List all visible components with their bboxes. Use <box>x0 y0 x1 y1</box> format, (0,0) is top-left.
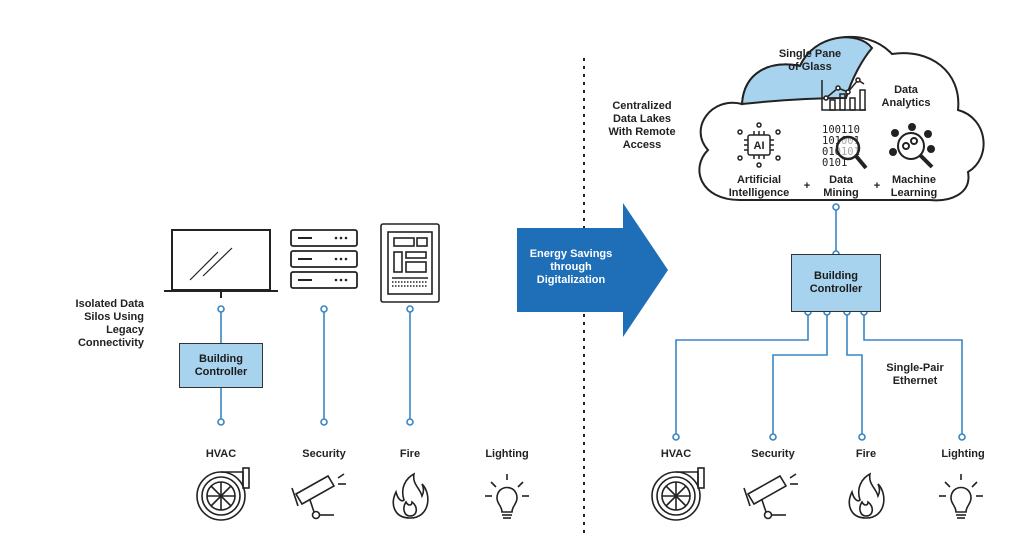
data-lakes-label: Centralized Data Lakes With Remote Acces… <box>608 100 676 151</box>
right-device-label-lighting: Lighting <box>941 448 985 460</box>
machine-learning-label: Machine Learning <box>890 174 938 199</box>
data-analytics-label: Data Analytics <box>881 84 931 109</box>
monitor-icon <box>164 229 278 298</box>
left-building-controller: Building Controller <box>179 343 263 388</box>
left-device-label-security: Security <box>302 448 346 460</box>
machine-learning-icon <box>889 123 935 169</box>
right-connectors <box>672 203 966 441</box>
spe-label: Single-Pair Ethernet <box>886 362 944 387</box>
fire-flame-icon <box>392 472 429 519</box>
plus-sign: + <box>803 180 811 192</box>
mining-digit-row: 100110 <box>822 124 860 136</box>
hvac-fan-icon <box>196 467 250 521</box>
mining-digit-row: 0101 <box>822 157 847 169</box>
lighting-bulb-icon <box>485 474 529 519</box>
data-analytics-icon <box>821 77 866 111</box>
lighting-bulb-icon <box>939 474 983 519</box>
fire-panel-icon <box>380 223 440 303</box>
fire-flame-icon <box>848 472 885 519</box>
right-device-label-fire: Fire <box>855 448 877 460</box>
left-device-label-lighting: Lighting <box>485 448 529 460</box>
left-device-label-fire: Fire <box>399 448 421 460</box>
data-mining-label: Data Mining <box>823 174 859 199</box>
ai-chip-text: AI <box>754 140 765 152</box>
security-camera-icon <box>291 473 346 520</box>
server-icon <box>290 229 358 289</box>
arrow-label: Energy Savings through Digitalization <box>529 248 613 286</box>
left-device-label-hvac: HVAC <box>205 448 237 460</box>
left-connectors <box>217 305 414 426</box>
plus-sign: + <box>873 180 881 192</box>
right-device-label-hvac: HVAC <box>660 448 692 460</box>
hvac-fan-icon <box>651 467 705 521</box>
right-device-label-security: Security <box>751 448 795 460</box>
magnifier-icon <box>835 135 868 170</box>
single-pane-label: Single Pane of Glass <box>778 48 842 73</box>
ai-label: Artificial Intelligence <box>728 174 790 199</box>
ai-chip-icon <box>737 122 781 168</box>
silos-label: Isolated Data Silos Using Legacy Connect… <box>75 298 144 349</box>
energy-savings-arrow <box>517 203 668 337</box>
right-building-controller: Building Controller <box>791 254 881 312</box>
security-camera-icon <box>743 473 798 520</box>
